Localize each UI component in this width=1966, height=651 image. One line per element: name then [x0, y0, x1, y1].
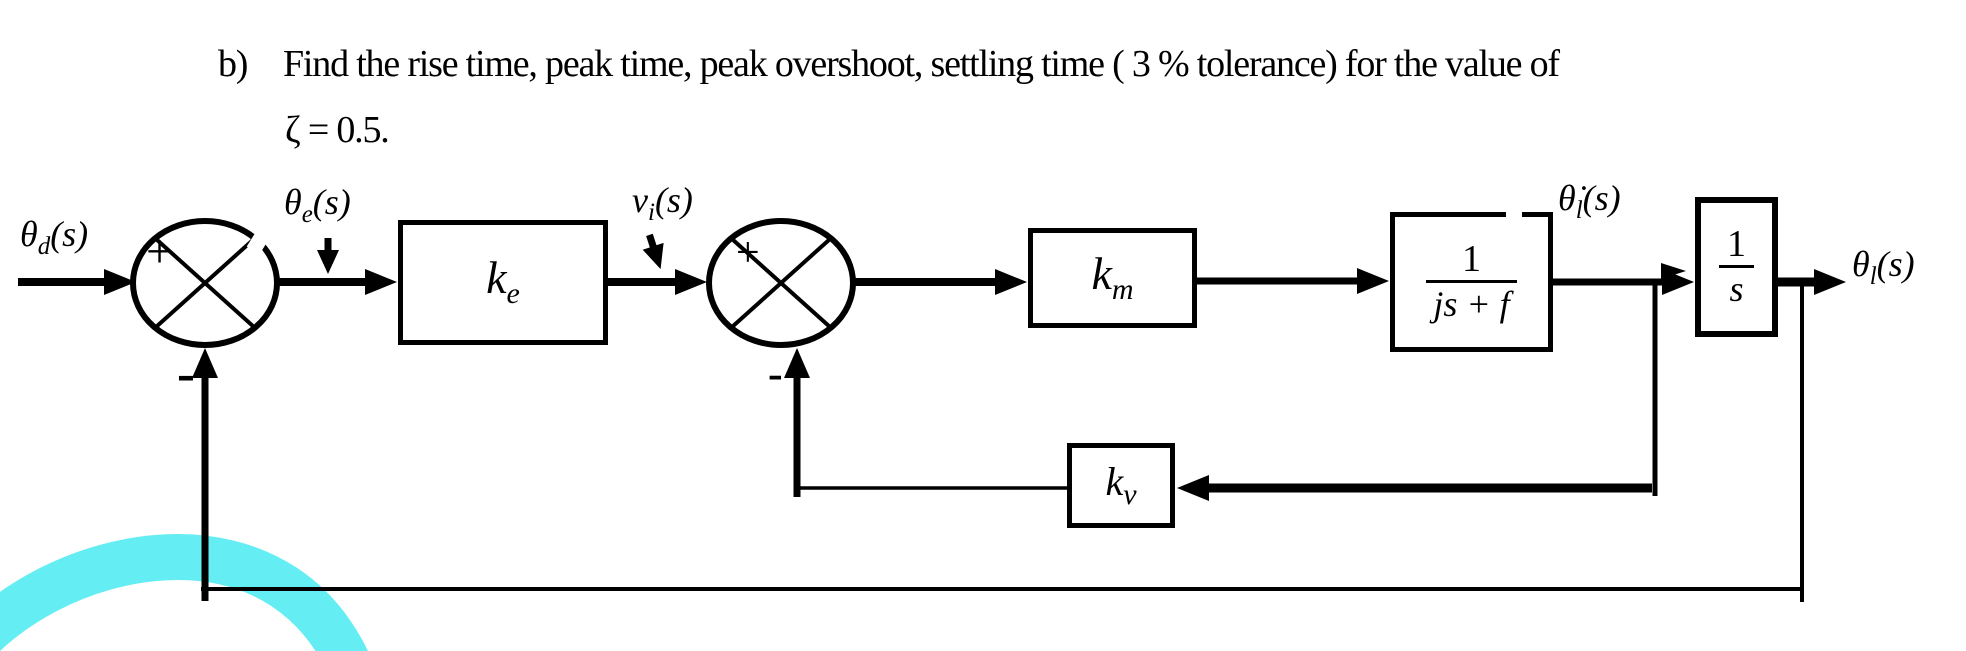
- output-arrow: [1778, 269, 1846, 295]
- scan-artifact-gap: [1506, 208, 1522, 221]
- summer1-plus-sign: +: [146, 225, 174, 278]
- voltage-signal-arrow: [608, 269, 707, 295]
- summer2-minus-sign: -: [768, 349, 783, 398]
- problem-item-label: b): [218, 43, 248, 85]
- km-to-motor-arrow: [1197, 268, 1389, 294]
- block-ke: ke: [398, 220, 608, 345]
- summer1-feedback-arrow: [192, 348, 218, 601]
- block-integrator-label: 1 s: [1719, 224, 1754, 309]
- block-kv: kv: [1067, 443, 1175, 528]
- label-theta-e: θe(s): [284, 182, 351, 229]
- summer1-minus-sign: -: [177, 343, 195, 403]
- error-signal-arrow: [277, 269, 397, 295]
- block-kv-label: kv: [1105, 458, 1137, 511]
- speed-signal-arrow: [1553, 263, 1694, 295]
- summing-junction-2: [706, 218, 856, 348]
- summer2-plus-sign: +: [736, 230, 760, 276]
- block-motor-tf-label: 1 js + f: [1426, 239, 1517, 324]
- block-integrator: 1 s: [1695, 197, 1778, 337]
- label-theta-l-dot: θ̇l(s): [1558, 178, 1621, 225]
- v-i-pointer-arrow: [642, 233, 664, 270]
- label-v-i: vi(s): [632, 180, 693, 227]
- label-theta-l-output: θl(s): [1852, 244, 1915, 291]
- summer2-to-km-arrow: [853, 269, 1027, 295]
- tachometer-feedback-path: [795, 284, 1658, 501]
- connector-lines: [18, 218, 1846, 602]
- summer2-feedback-arrow: [784, 348, 810, 497]
- block-ke-label: ke: [486, 252, 520, 311]
- input-arrow: [18, 269, 136, 295]
- problem-text-line1: Find the rise time, peak time, peak over…: [283, 43, 1560, 85]
- block-km: km: [1028, 228, 1197, 328]
- label-theta-d: θd(s): [20, 214, 89, 261]
- highlighter-mark: [0, 534, 368, 651]
- scan-artifact-gap: [246, 226, 273, 255]
- outer-feedback-path: [201, 284, 1804, 602]
- theta-e-pointer-arrow: [317, 238, 339, 274]
- block-motor-tf: 1 js + f: [1390, 212, 1553, 352]
- problem-text-line2: ζ = 0.5.: [285, 109, 390, 151]
- block-km-label: km: [1091, 247, 1134, 307]
